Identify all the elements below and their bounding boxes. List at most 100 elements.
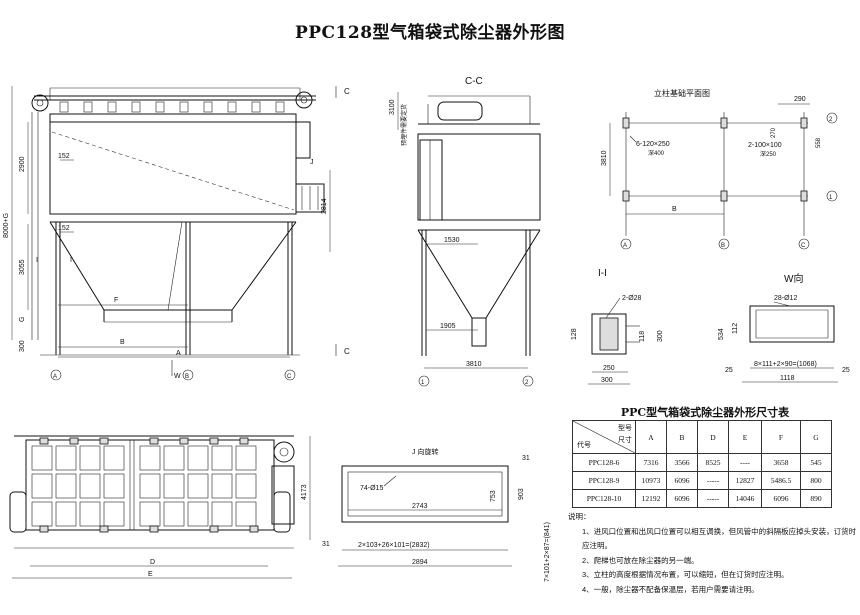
dim-f: F (114, 297, 118, 304)
notes-section: 说明： 1、进风口位置和出风口位置可以相互调换，但风管中的斜隔板应掉头安装，订货… (568, 510, 858, 597)
view-j-mark: J (310, 159, 314, 166)
axis-b: B (185, 374, 189, 380)
ii-view: I-I 2-Ø28 128 118 300 250 300 (571, 268, 664, 385)
view-title-j: J 向旋转 (412, 447, 438, 456)
dim-300-ii-bottom: 300 (601, 377, 613, 384)
table-header-row: 型号 尺寸 代号 A B D E F G (572, 420, 832, 454)
section-c-top: C (344, 87, 350, 96)
row-model: PPC128-9 (572, 471, 636, 490)
dim-31-top: 31 (522, 455, 530, 462)
plan-axis-c: C (801, 243, 806, 249)
cell-b: 6096 (666, 471, 698, 490)
corner-size-label: 尺寸 (618, 436, 632, 444)
table-row: PPC128-6 7316 3566 8525 ---- 3658 545 (572, 453, 832, 472)
table-row: PPC128-10 12192 6096 ----- 14046 6096 89… (572, 489, 832, 508)
cell-b: 3566 (666, 453, 698, 472)
dim-4173: 4173 (301, 484, 308, 500)
note-item: 3、立柱的高度根据情况布置，可以缩短，但在订货时应注明。 (582, 570, 789, 579)
section-i-left: I (36, 257, 38, 264)
axis-a: A (53, 374, 57, 380)
cell-d: ----- (697, 471, 729, 490)
dim-j-vertical: 7×101+2×87=(841) (544, 522, 551, 582)
front-elevation (31, 87, 325, 356)
view-title-cc: C-C (465, 76, 483, 87)
dim-8000g: 8000+G (3, 213, 10, 238)
front-dimensions: 8000+G 2900 3055 G 300 152 152 F B A 281… (3, 86, 350, 381)
dim-558: 558 (816, 137, 822, 148)
dim-25a: 25 (725, 367, 733, 374)
axis-c: C (287, 374, 292, 380)
dim-300-ii: 300 (657, 330, 664, 342)
plan-axis-2: 2 (829, 117, 833, 123)
rot-note: 预埋件需要定货 (400, 104, 408, 146)
plan-axis-a: A (623, 243, 627, 249)
dim-903: 903 (518, 488, 525, 500)
notes-heading: 说明： (568, 512, 591, 521)
cell-b: 6096 (666, 489, 698, 508)
table-row: PPC128-9 10973 6096 ----- 12827 5486.5 8… (572, 471, 832, 490)
dim-300: 300 (19, 340, 26, 352)
plan-axis-b: B (721, 243, 725, 249)
dim-3810-plan: 3810 (601, 150, 608, 166)
cell-f: 5486.5 (761, 471, 801, 490)
cell-g: 545 (800, 453, 832, 472)
column-header-a: A (635, 420, 667, 454)
plan-axis-1: 1 (829, 195, 833, 201)
hole-note-1b: 深400 (648, 149, 665, 157)
dim-152b: 152 (58, 225, 70, 232)
column-header-d: D (697, 420, 729, 454)
dim-270: 270 (771, 127, 777, 138)
dim-d: D (150, 559, 155, 566)
dimension-table: 型号 尺寸 代号 A B D E F G PPC128-6 7316 3566 … (572, 420, 832, 508)
column-header-g: G (800, 420, 832, 454)
dim-2900: 2900 (19, 156, 26, 172)
hole-note-1: 6-120×250 (636, 141, 670, 148)
dim-j-bolt: 2×103+26×101=(2832) (358, 542, 430, 549)
cell-a: 10973 (635, 471, 667, 490)
cell-f: 6096 (761, 489, 801, 508)
cell-e: 14046 (728, 489, 762, 508)
dim-152a: 152 (58, 153, 70, 160)
section-c-bottom: C (344, 347, 350, 356)
dim-1530: 1530 (444, 237, 460, 244)
dim-2743: 2743 (412, 503, 428, 510)
dim-128: 128 (571, 328, 578, 340)
view-w-arrow: W (174, 373, 181, 380)
note-item: 4、一般，除尘器不配备保温层，若用户需要请注明。 (582, 584, 759, 594)
cell-g: 800 (800, 471, 832, 490)
row-model: PPC128-10 (572, 489, 636, 508)
section-i-right: I (70, 257, 72, 264)
view-title-ii: I-I (598, 268, 607, 279)
cell-e: 12827 (728, 471, 762, 490)
j-holes-note: 74-Ø15 (360, 485, 383, 492)
top-plan: D E 4173 (9, 435, 311, 579)
dim-1905: 1905 (440, 323, 456, 330)
ii-holes-note: 2-Ø28 (622, 295, 642, 302)
page-title: PPC128型气箱袋式除尘器外形图 (294, 23, 566, 43)
dim-b: B (120, 339, 125, 346)
axis-2: 2 (525, 380, 529, 386)
note-item: 2、爬梯也可放在除尘器的另一端。 (582, 555, 699, 565)
dim-2814: 2814 (321, 198, 328, 214)
dim-e: E (148, 571, 153, 578)
dim-250: 250 (603, 365, 615, 372)
dim-534: 534 (718, 328, 725, 340)
table-title: PPC型气箱袋式除尘器外形尺寸表 (620, 406, 790, 419)
dim-b-plan: B (672, 206, 677, 213)
dim-31-left: 31 (322, 541, 330, 548)
dim-2894: 2894 (412, 559, 428, 566)
axis-1: 1 (421, 380, 425, 386)
hole-note-2b: 深250 (760, 150, 777, 158)
corner-code-label: 代号 (577, 441, 591, 449)
cell-d: ----- (697, 489, 729, 508)
dim-290: 290 (794, 96, 806, 103)
table-corner-cell: 型号 尺寸 代号 (572, 420, 636, 454)
column-header-f: F (761, 420, 801, 454)
row-model: PPC128-6 (572, 453, 636, 472)
cell-d: 8525 (697, 453, 729, 472)
cc-section: C-C 3100 预埋件需要定货 1530 1905 3810 1 2 (389, 76, 541, 387)
w-holes-note: 28-Ø12 (774, 295, 797, 302)
j-view: J 向旋转 74-Ø15 2743 753 903 31 31 2×103+26… (322, 447, 551, 582)
dim-1118: 1118 (780, 375, 795, 382)
